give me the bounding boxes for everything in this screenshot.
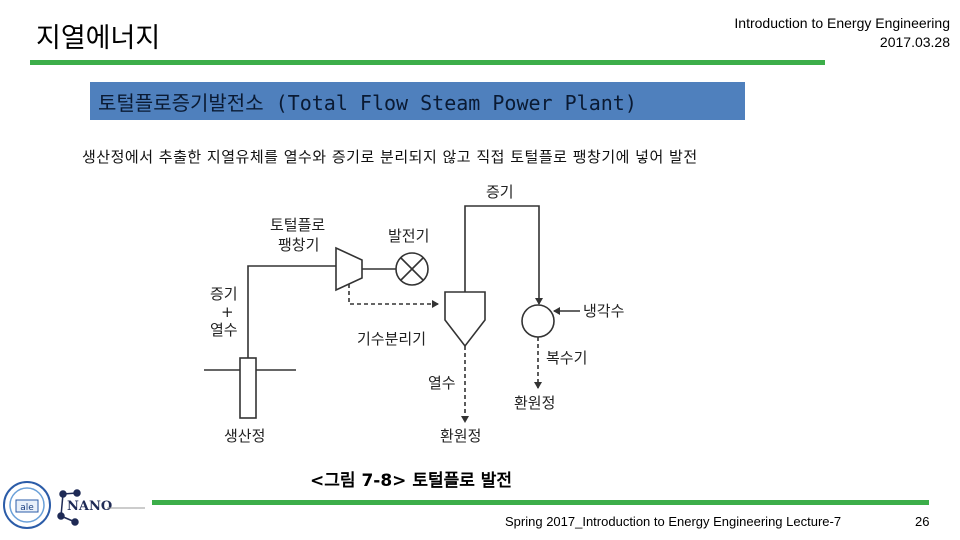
condenser [521, 304, 555, 338]
label-expander-2: 팽창기 [278, 236, 319, 254]
course-info: Introduction to Energy Engineering 2017.… [734, 14, 950, 52]
exhaust-to-separator-line [348, 284, 439, 308]
nano-lab-logo: NANO [57, 489, 145, 526]
section-banner: 토털플로증기발전소 (Total Flow Steam Power Plant) [90, 82, 745, 120]
label-expander-1: 토털플로 [270, 216, 325, 234]
label-reinjection-bottom: 환원정 [440, 427, 481, 445]
label-generator: 발전기 [388, 227, 429, 245]
section-banner-text: 토털플로증기발전소 (Total Flow Steam Power Plant) [98, 90, 637, 115]
separator-steam-line [464, 205, 543, 305]
course-name: Introduction to Energy Engineering [734, 15, 950, 31]
top-divider [30, 60, 825, 65]
bottom-divider [152, 500, 929, 505]
figure-caption: <그림 7-8> 토털플로 발전 [310, 471, 513, 491]
nano-text: NANO [67, 499, 112, 514]
label-production-well: 생산정 [224, 427, 265, 445]
label-condenser: 복수기 [546, 349, 587, 367]
description-text: 생산정에서 추출한 지열유체를 열수와 증기로 분리되지 않고 직접 토털플로 … [82, 148, 698, 166]
label-steam-in-1: 증기 [210, 285, 238, 303]
label-reinjection-right: 환원정 [514, 394, 555, 412]
label-steam-in-3: 열수 [210, 321, 238, 339]
well-to-expander-pipe [247, 265, 336, 358]
total-flow-diagram: 토털플로 팽창기 발전기 증기 증기 + 열수 냉각수 기수분리기 복수기 열수… [204, 183, 624, 445]
slide-title: 지열에너지 [36, 23, 161, 54]
steam-separator [444, 291, 486, 348]
label-separator: 기수분리기 [357, 330, 426, 348]
lecture-date: 2017.03.28 [879, 34, 950, 50]
generator-cross-b [400, 257, 424, 281]
label-hot-water: 열수 [428, 374, 456, 392]
page-number: 26 [915, 514, 930, 529]
label-steam-in-2: + [221, 303, 234, 321]
footer-text: Spring 2017_Introduction to Energy Engin… [505, 514, 842, 529]
label-steam-top: 증기 [486, 183, 514, 201]
university-seal-logo: ale [3, 481, 51, 529]
seal-text: ale [20, 503, 34, 513]
total-flow-expander [335, 246, 363, 292]
production-well [239, 357, 257, 419]
label-cooling-water: 냉각수 [583, 302, 624, 320]
